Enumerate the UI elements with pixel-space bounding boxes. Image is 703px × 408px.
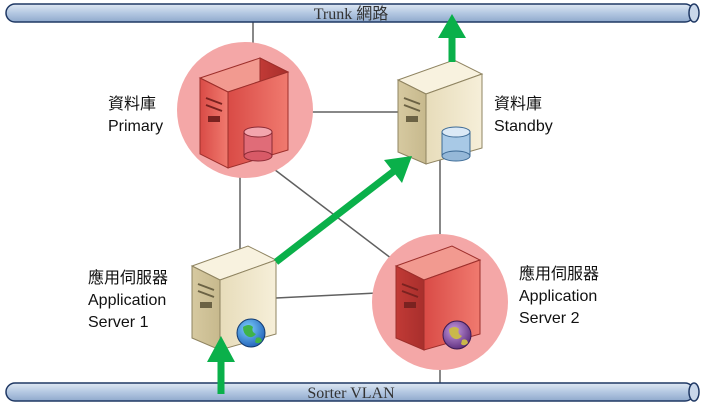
app1-server-icon — [190, 245, 278, 351]
trunk-bus: Trunk 網路 — [5, 3, 700, 23]
arrow-app1-to-standby — [273, 165, 401, 265]
primary-database-icon — [243, 126, 273, 162]
primary-db-server-icon — [198, 57, 290, 169]
app1-globe-icon — [236, 318, 266, 348]
sorter-bus: Sorter VLAN — [5, 382, 700, 402]
standby-db-subtitle: Standby — [494, 118, 553, 135]
app2-line3: Server 2 — [519, 310, 580, 327]
standby-database-icon — [441, 126, 471, 162]
app1-title: 應用伺服器 — [88, 270, 169, 287]
app2-line2: Application — [519, 288, 598, 305]
link-primary-app2 — [261, 159, 401, 266]
app1-line2: Application — [88, 292, 167, 309]
app1-line3: Server 1 — [88, 314, 149, 331]
failover-arrows — [207, 14, 466, 394]
primary-db-label: 資料庫 Primary — [108, 94, 163, 138]
app2-title: 應用伺服器 — [519, 266, 600, 283]
standby-db-title: 資料庫 — [494, 96, 543, 113]
standby-db-label: 資料庫 Standby — [494, 94, 553, 138]
trunk-bus-label: Trunk 網路 — [314, 5, 389, 23]
primary-db-subtitle: Primary — [108, 118, 164, 135]
app2-globe-icon — [442, 320, 472, 350]
sorter-bus-label: Sorter VLAN — [307, 385, 395, 402]
app2-server-icon — [394, 245, 482, 351]
app2-label: 應用伺服器 Application Server 2 — [519, 264, 599, 330]
primary-db-title: 資料庫 — [108, 96, 157, 113]
app1-label: 應用伺服器 Application Server 1 — [88, 268, 168, 334]
